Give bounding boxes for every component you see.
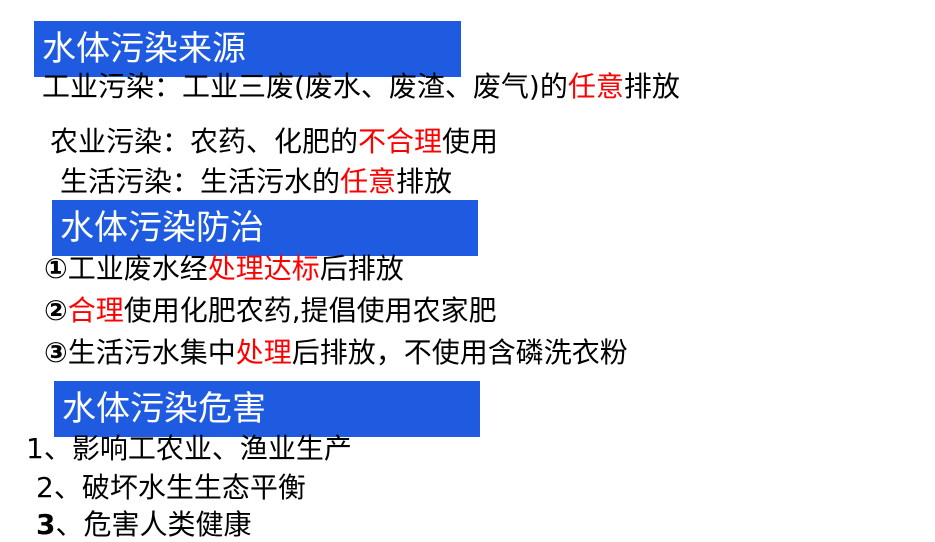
prevention-marker: ②	[44, 294, 68, 327]
harm-text: 、破坏水生生态平衡	[53, 471, 306, 504]
industrial-suffix: 排放	[623, 70, 680, 103]
domestic-pollution-line: 生活污染：生活污水的任意排放	[60, 165, 452, 199]
industrial-pollution-line: 工业污染：工业三废(废水、废渣、废气)的任意排放	[42, 70, 680, 104]
prevention-prefix: 生活污水集中	[67, 336, 236, 369]
agricultural-pollution-line: 农业污染：农药、化肥的不合理使用	[50, 125, 498, 159]
prevention-highlight: 处理	[235, 336, 292, 369]
harm-text: 、危害人类健康	[55, 508, 252, 541]
harm-number: 2	[36, 471, 54, 504]
domestic-prefix: 生活污染：生活污水的	[60, 165, 341, 198]
prevention-title: 水体污染防治	[60, 208, 264, 248]
agricultural-suffix: 使用	[442, 125, 499, 158]
domestic-suffix: 排放	[396, 165, 453, 198]
sources-title: 水体污染来源	[42, 29, 246, 69]
prevention-highlight: 合理	[67, 294, 124, 327]
prevention-item: ②合理使用化肥农药,提倡使用农家肥	[44, 294, 497, 328]
agricultural-highlight: 不合理	[358, 125, 443, 158]
harm-title: 水体污染危害	[62, 389, 266, 429]
harm-banner: 水体污染危害	[54, 381, 480, 437]
industrial-highlight: 任意	[567, 70, 624, 103]
prevention-item: ③生活污水集中处理后排放，不使用含磷洗衣粉	[44, 336, 628, 370]
agricultural-prefix: 农业污染：农药、化肥的	[50, 125, 359, 158]
harm-item: 1、影响工农业、渔业生产	[26, 432, 352, 466]
prevention-prefix: 工业废水经	[67, 252, 208, 285]
prevention-marker: ①	[44, 252, 68, 285]
prevention-suffix: 使用化肥农药,提倡使用农家肥	[123, 294, 497, 327]
industrial-prefix: 工业污染：工业三废(废水、废渣、废气)的	[42, 70, 568, 103]
sources-banner: 水体污染来源	[34, 21, 461, 77]
harm-text: 、影响工农业、渔业生产	[43, 432, 352, 465]
prevention-item: ①工业废水经处理达标后排放	[44, 252, 404, 286]
prevention-banner: 水体污染防治	[52, 200, 478, 256]
prevention-suffix: 后排放，不使用含磷洗衣粉	[291, 336, 628, 369]
harm-number: 1	[26, 432, 44, 465]
prevention-suffix: 后排放	[319, 252, 404, 285]
harm-number: 3	[36, 508, 56, 541]
harm-item: 2、破坏水生生态平衡	[36, 471, 306, 505]
domestic-highlight: 任意	[340, 165, 397, 198]
harm-item: 3、危害人类健康	[36, 508, 252, 542]
prevention-marker: ③	[44, 336, 68, 369]
prevention-highlight: 处理达标	[207, 252, 320, 285]
